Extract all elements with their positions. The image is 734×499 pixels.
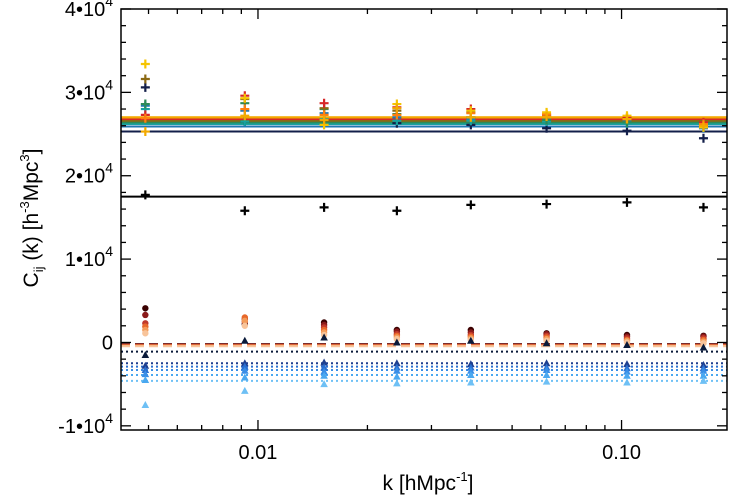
- data-point-s9-2: [319, 115, 329, 125]
- data-point-s17-2: [320, 358, 328, 366]
- data-point-s19-4: [467, 366, 475, 374]
- data-point-s17-5: [542, 359, 551, 367]
- data-point-s4-0: [140, 99, 150, 109]
- data-point-s16-6: [623, 340, 631, 348]
- y-tick-label-2: 1•104: [65, 243, 113, 271]
- data-point-s16-0: [141, 350, 150, 358]
- data-point-s9-3: [392, 103, 402, 113]
- data-point-s16-3: [393, 338, 401, 346]
- data-point-s0-1: [240, 206, 250, 216]
- data-point-s21-3: [393, 379, 401, 387]
- data-point-s8-1: [240, 93, 250, 103]
- data-point-s16-2: [320, 333, 328, 341]
- data-point-s18-1: [241, 362, 249, 370]
- data-point-s0-0: [140, 190, 150, 200]
- data-point-s1-0: [140, 82, 150, 92]
- y-tick-label-4: 3•104: [65, 76, 113, 104]
- data-point-s0-2: [319, 202, 329, 212]
- data-point-s9-6: [622, 114, 632, 124]
- data-point-s19-0: [141, 370, 150, 378]
- data-point-s15-0: [142, 330, 149, 337]
- data-point-s17-3: [393, 359, 401, 367]
- data-point-s0-6: [622, 197, 632, 207]
- data-point-s19-2: [320, 367, 328, 375]
- data-point-s16-1: [241, 336, 249, 344]
- data-point-s1-6: [622, 126, 632, 136]
- y-axis-label: Cij (k) [h-3Mpc3]: [17, 149, 46, 288]
- data-point-s21-0: [141, 400, 150, 408]
- data-point-s21-5: [542, 377, 551, 385]
- data-point-s16-5: [542, 339, 551, 347]
- data-point-s1-7: [698, 133, 708, 143]
- data-point-s8-0: [140, 59, 150, 69]
- data-point-s20-5: [542, 370, 551, 378]
- data-point-s9-0: [140, 127, 150, 137]
- data-point-s21-4: [467, 378, 475, 386]
- chart-marks: [121, 59, 727, 408]
- y-tick-label-0: -1•104: [58, 410, 113, 438]
- data-point-s21-6: [623, 378, 631, 386]
- series-points: [140, 59, 708, 408]
- data-point-s20-4: [467, 370, 475, 378]
- data-point-s15-7: [700, 340, 707, 347]
- data-point-s16-4: [467, 336, 475, 344]
- data-point-s0-7: [698, 202, 708, 212]
- data-point-s21-7: [699, 376, 708, 384]
- data-point-s19-7: [699, 366, 708, 374]
- data-point-s10-0: [142, 305, 149, 312]
- data-point-s9-1: [240, 111, 250, 121]
- plot-frame: [120, 8, 728, 431]
- data-point-s20-6: [623, 371, 631, 379]
- data-point-s0-3: [392, 206, 402, 216]
- data-point-s20-2: [320, 371, 328, 379]
- data-point-s18-2: [320, 363, 328, 371]
- x-tick-label-1: 0.10: [602, 442, 641, 464]
- data-point-s20-1: [241, 373, 249, 381]
- data-point-s17-6: [623, 360, 631, 368]
- data-point-s18-0: [141, 365, 150, 373]
- data-point-s15-1: [241, 322, 249, 329]
- data-point-s19-6: [623, 367, 631, 375]
- data-point-s19-5: [542, 365, 551, 373]
- y-tick-label-5: 4•104: [65, 0, 113, 21]
- data-point-s6-2: [319, 98, 329, 108]
- series-lines: [121, 116, 727, 382]
- data-point-s21-2: [320, 380, 328, 388]
- y-tick-label-1: 0: [102, 332, 113, 354]
- data-point-s0-5: [542, 199, 552, 209]
- y-tick-label-3: 2•104: [65, 160, 113, 188]
- data-point-s20-3: [393, 372, 401, 380]
- data-point-s20-0: [141, 375, 150, 383]
- data-point-s16-7: [699, 343, 708, 351]
- data-point-s7-0: [140, 113, 150, 123]
- data-point-s19-1: [241, 366, 249, 374]
- data-point-s0-4: [466, 200, 476, 210]
- data-point-s5-0: [140, 74, 150, 84]
- data-point-s19-3: [393, 366, 401, 374]
- data-point-s17-0: [141, 361, 150, 369]
- data-point-s21-1: [241, 386, 249, 394]
- data-point-s9-4: [466, 112, 476, 122]
- data-point-s9-5: [542, 112, 552, 122]
- axes: 0.01 0.10 -1•104 0 1•104 2•104 3•104 4•104: [58, 0, 727, 464]
- x-tick-label-0: 0.01: [239, 442, 278, 464]
- data-point-s14-1: [241, 317, 249, 324]
- data-point-s20-7: [699, 371, 708, 379]
- data-point-s11-0: [142, 311, 149, 319]
- data-point-s9-7: [698, 121, 708, 131]
- x-axis-label: k [hMpc-1]: [383, 469, 474, 495]
